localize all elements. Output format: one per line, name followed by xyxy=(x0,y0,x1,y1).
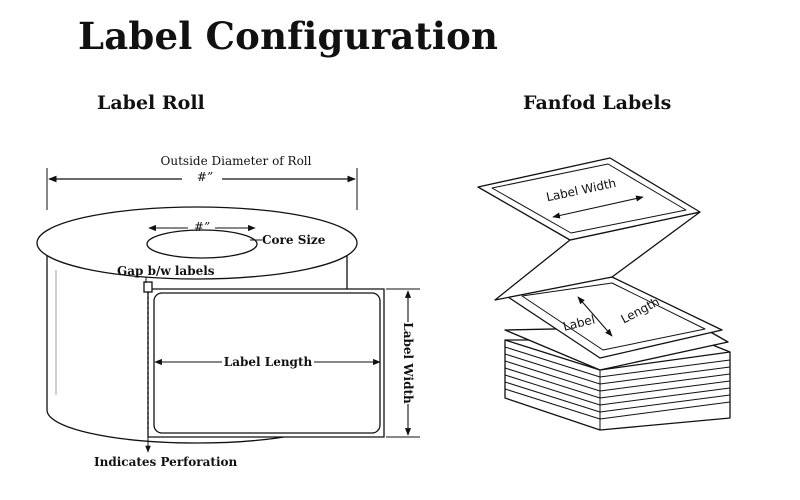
outside-diameter-value: #” xyxy=(197,170,213,184)
label-length-dimension: Label Length xyxy=(154,355,381,369)
perforation-label: Indicates Perforation xyxy=(94,455,238,469)
label-roll-illustration xyxy=(36,206,385,444)
label-length-label: Label Length xyxy=(224,355,313,369)
core-size-label: Core Size xyxy=(262,233,326,247)
gap-label: Gap b/w labels xyxy=(117,264,215,278)
gap-callout: Gap b/w labels xyxy=(117,264,215,283)
roll-core xyxy=(146,229,258,259)
fanfold-heading: Fanfod Labels xyxy=(523,92,672,114)
fanfold-label-1 xyxy=(491,163,687,234)
fanfold-illustration xyxy=(477,157,731,431)
fanfold-stack xyxy=(504,339,731,431)
gap-marker xyxy=(143,281,153,293)
page-title: Label Configuration xyxy=(78,14,499,58)
outside-diameter-label: Outside Diameter of Roll xyxy=(161,154,312,168)
perforation-callout: Indicates Perforation xyxy=(94,437,238,469)
label-roll-heading: Label Roll xyxy=(97,92,205,114)
fanfold-label-3 xyxy=(521,282,706,351)
outside-diameter-dimension: Outside Diameter of Roll #” xyxy=(46,154,358,210)
core-dimension: #” Core Size xyxy=(148,220,326,247)
label-width-label: Label Width xyxy=(401,322,415,404)
label-width-dimension: Label Width xyxy=(386,288,420,438)
core-value: #” xyxy=(194,220,210,234)
